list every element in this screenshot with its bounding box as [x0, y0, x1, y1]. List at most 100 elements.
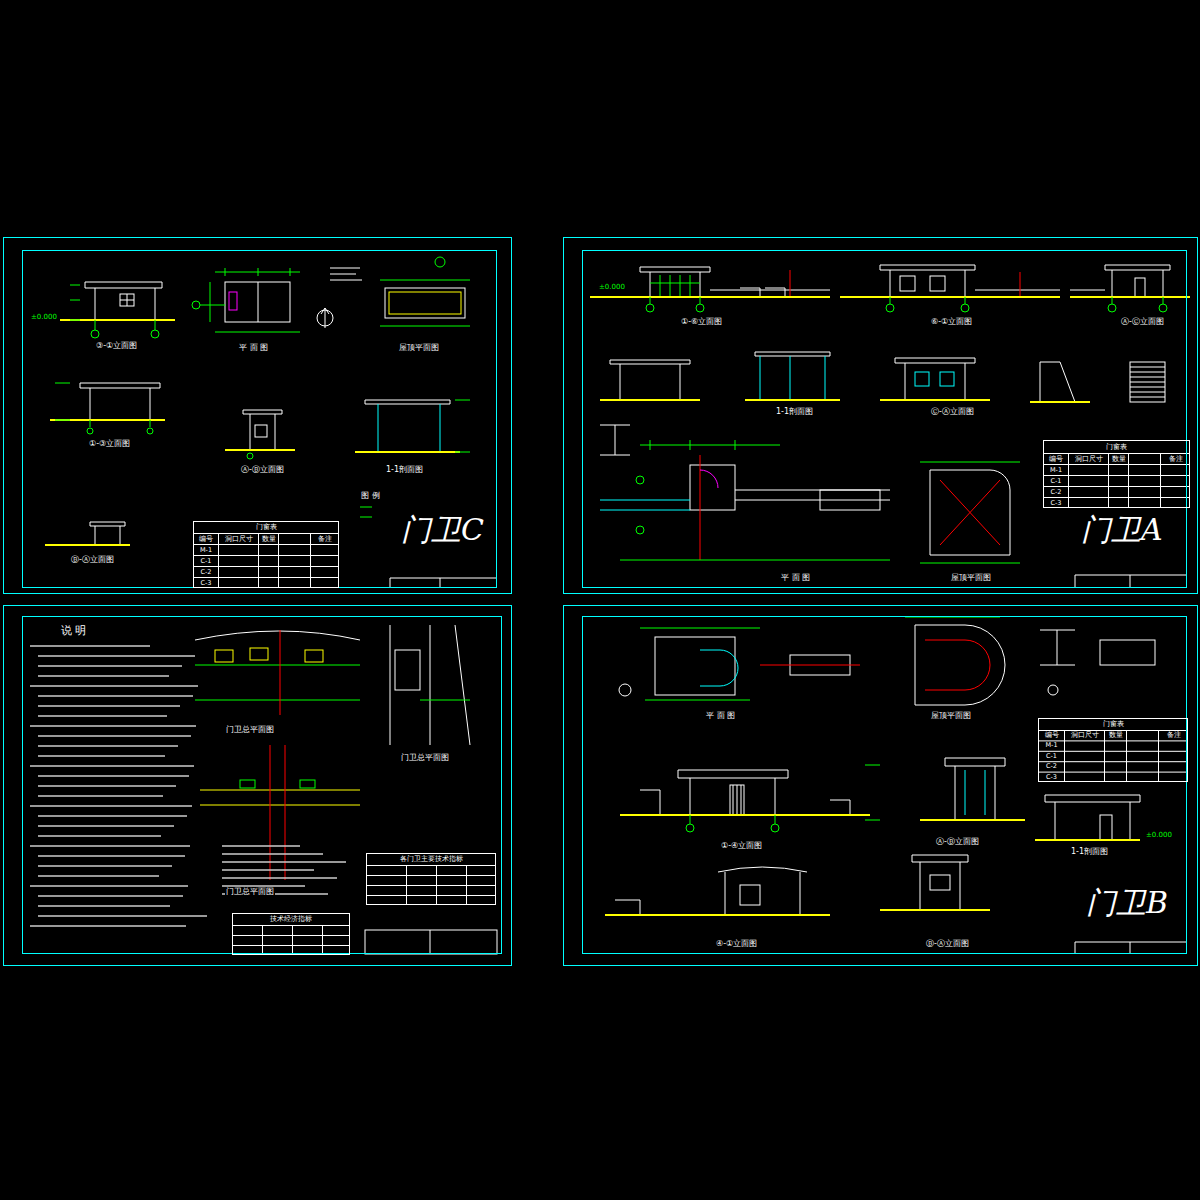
rect-stroke [940, 372, 954, 386]
sheet-watermark: 门卫B [1086, 886, 1168, 919]
table-heading: 门窗表 [194, 522, 338, 533]
rect-stroke [225, 282, 290, 322]
table-cell: 洞口尺寸 [1065, 731, 1104, 740]
table-grid [193, 533, 339, 588]
rect-stroke [4, 606, 512, 966]
rect-stroke [365, 930, 497, 954]
path-stroke [915, 625, 1005, 705]
circle-stroke [696, 304, 704, 312]
circle-stroke [435, 257, 445, 267]
circle-stroke [151, 330, 159, 338]
view-title: Ⓑ-Ⓐ立面图 [70, 556, 115, 565]
rect-stroke [915, 372, 929, 386]
path-stroke [330, 268, 362, 280]
path-stroke [120, 294, 134, 306]
table-cell: C-2 [194, 567, 218, 577]
path-stroke [1040, 630, 1075, 665]
table-grid [366, 865, 496, 905]
view-title: Ⓐ-Ⓑ立面图 [935, 838, 980, 847]
g-stroke [600, 265, 1187, 588]
view-title: ①-⑥立面图 [680, 318, 723, 327]
view-title: 1-1剖面图 [775, 408, 814, 417]
table-cell: C-3 [194, 578, 218, 588]
path-stroke [1070, 265, 1170, 297]
circle-stroke [1159, 304, 1167, 312]
table-cell: M-1 [1044, 465, 1068, 475]
elevation-mark: ±0.000 [30, 314, 58, 322]
path-stroke [700, 270, 1020, 560]
rect-stroke [730, 785, 744, 815]
table-heading: 门窗表 [1044, 441, 1189, 453]
path-stroke [895, 358, 975, 400]
g-stroke [605, 815, 1140, 915]
table-cell: C-1 [1044, 476, 1068, 486]
path-stroke [321, 308, 329, 328]
path-stroke [1130, 367, 1165, 397]
path-stroke [390, 578, 497, 588]
circle-stroke [87, 428, 93, 434]
table-grid [1038, 730, 1188, 782]
view-title: ①-③立面图 [88, 440, 131, 449]
g-stroke [615, 625, 1187, 954]
schedule-table: 技术经济指标 [232, 913, 350, 955]
circle-stroke [1048, 685, 1058, 695]
table-cell: 编号 [1039, 731, 1064, 740]
view-title: 门卫总平面图 [400, 754, 450, 763]
path-stroke [755, 352, 830, 356]
g-stroke [195, 625, 497, 954]
rect-stroke [385, 288, 465, 318]
path-stroke [455, 400, 470, 452]
rect-stroke [655, 637, 735, 695]
g-stroke [4, 238, 1198, 966]
path-stroke [390, 625, 470, 745]
rect-stroke [305, 650, 323, 662]
rect-stroke [820, 490, 880, 510]
sheet-watermark: 门卫A [1081, 513, 1163, 546]
schedule-table: 各门卫主要技术指标 [366, 853, 496, 905]
view-title: 门卫总平面图 [225, 726, 275, 735]
view-title: ③-①立面图 [95, 342, 138, 351]
path-stroke [70, 285, 155, 330]
rect-stroke [300, 780, 315, 788]
table-cell: C-2 [1044, 487, 1068, 497]
table-cell: 洞口尺寸 [219, 534, 258, 544]
path-stroke [930, 470, 1010, 555]
rect-stroke [255, 425, 267, 437]
sheet-frame: 门卫B 门窗表 [582, 616, 1187, 954]
path-stroke [760, 665, 860, 666]
view-title: 屋顶平面图 [398, 344, 440, 353]
path-stroke [380, 280, 470, 326]
path-stroke [600, 500, 690, 510]
path-stroke [690, 815, 775, 824]
table-cell: M-1 [1039, 741, 1064, 750]
view-title: Ⓐ-Ⓒ立面图 [1120, 318, 1165, 327]
table-cell: C-3 [1039, 773, 1064, 782]
circle-stroke [91, 330, 99, 338]
rect-stroke [564, 238, 1198, 594]
circle-stroke [636, 526, 644, 534]
path-stroke [605, 815, 1140, 915]
path-stroke [615, 867, 807, 915]
g-stroke [590, 297, 1190, 402]
path-stroke [620, 440, 1020, 563]
path-stroke [365, 400, 450, 404]
path-stroke [640, 617, 1000, 820]
g-stroke [620, 297, 1167, 563]
rect-stroke [395, 650, 420, 690]
path-stroke [945, 758, 1005, 820]
table-cell: 备注 [1161, 454, 1190, 464]
path-stroke [940, 480, 1000, 545]
path-stroke [243, 410, 282, 450]
circle-stroke [771, 824, 779, 832]
view-title: 平 面 图 [780, 574, 811, 583]
path-stroke [90, 522, 125, 545]
table-grid [1043, 453, 1190, 508]
schedule-table: 门窗表 [1038, 718, 1188, 782]
view-title: 屋顶平面图 [950, 574, 992, 583]
rect-stroke [120, 294, 134, 306]
circle-stroke [619, 684, 631, 696]
rect-stroke [215, 650, 233, 662]
view-title: ①-④立面图 [720, 842, 763, 851]
path-stroke [258, 282, 259, 322]
